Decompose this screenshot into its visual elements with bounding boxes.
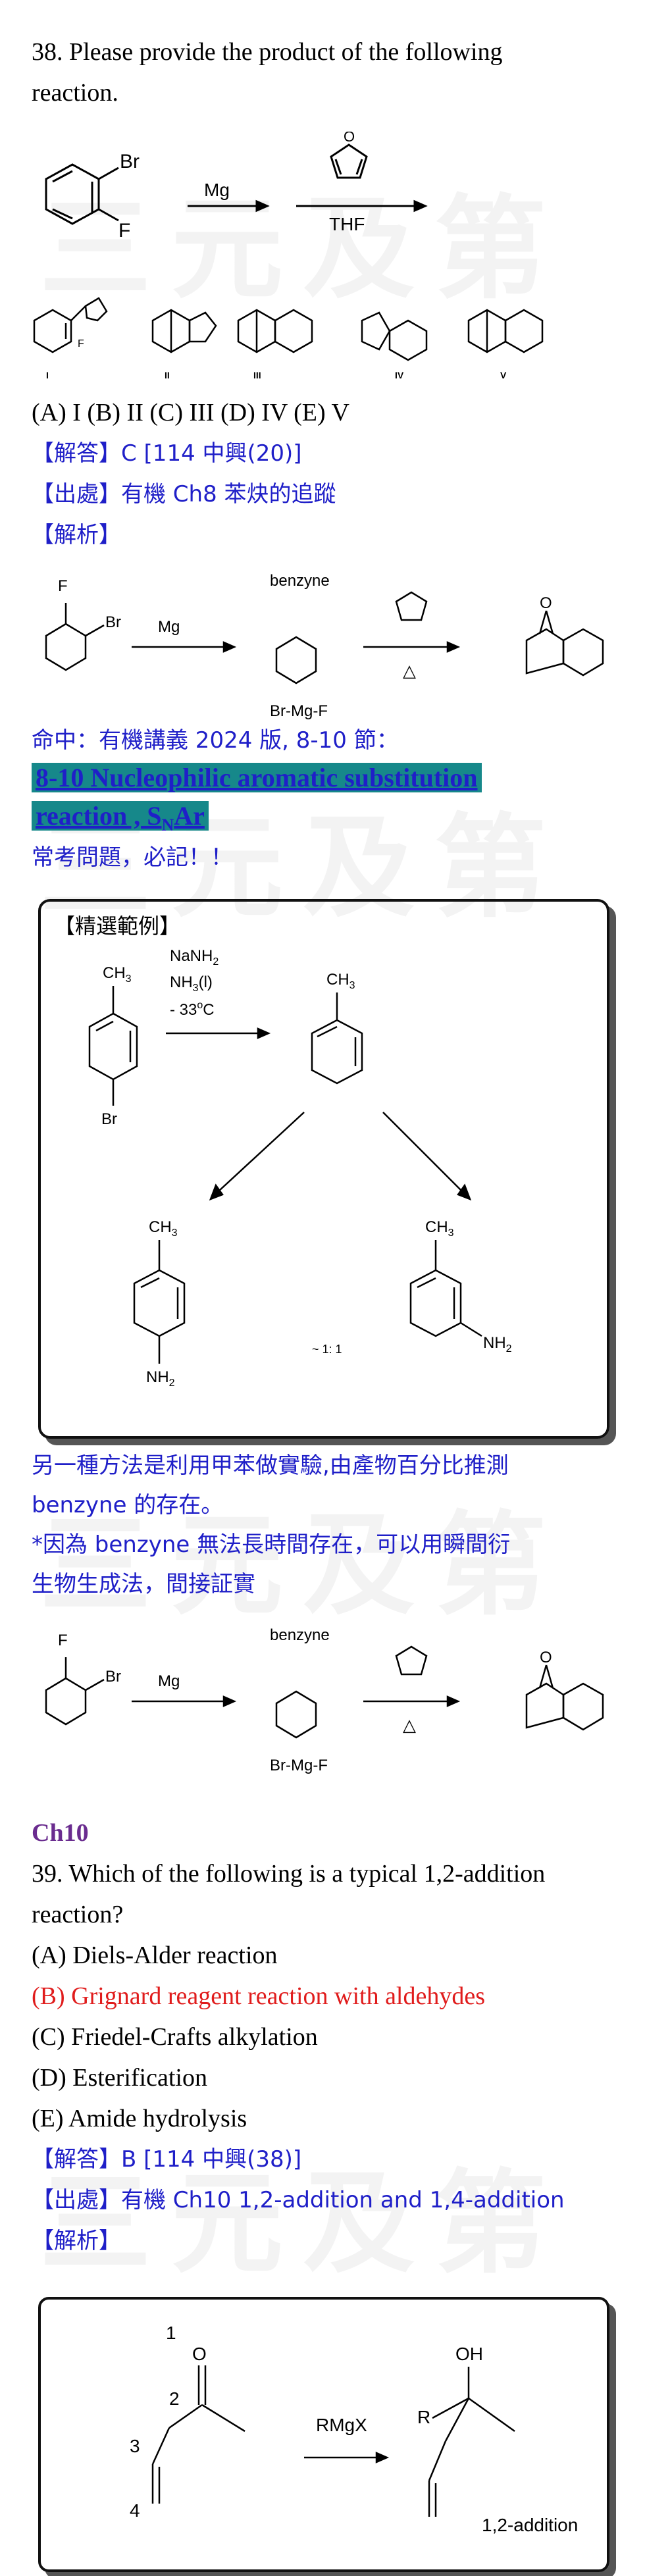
q39-analysis-label: 【解析】: [32, 2228, 121, 2254]
mech2-br-label: Br: [105, 1668, 121, 1686]
mech2-mg-label: Mg: [158, 1672, 180, 1690]
ch3-label: CH3: [103, 964, 132, 985]
hit-note: 常考問題，必記！！: [32, 844, 233, 871]
reagent-nh3: NH3(l): [170, 973, 213, 994]
oh-label: OH: [455, 2344, 483, 2364]
reagent-mg: Mg: [204, 180, 230, 200]
q39-answer: 【解答】B [114 中興(38)]: [32, 2146, 302, 2173]
addition-box: 1 O 2 3 4 RMgX OH R 1,2-addition: [38, 2297, 609, 2572]
benzyne-mechanism-1: F Br Mg benzyne Br-Mg-F △ O: [45, 572, 604, 720]
position-3: 3: [130, 2436, 140, 2456]
furan-o-label: O: [344, 132, 355, 145]
position-1: 1: [166, 2323, 176, 2343]
hit-heading-line2: reaction , SNAr: [32, 798, 209, 844]
q39-source: 【出處】有機 Ch10 1,2-addition and 1,4-additio…: [32, 2187, 565, 2213]
after-box-line3: *因為 benzyne 無法長時間存在，可以用瞬間衍: [32, 1532, 511, 1558]
option-i-f-label: F: [78, 338, 84, 349]
q39-text-line1: 39. Which of the following is a typical …: [32, 1860, 546, 1888]
mech2-o-label: O: [540, 1649, 552, 1666]
q39-choice-a: (A) Diels-Alder reaction: [32, 1942, 278, 1969]
reagent-nanh2: NaNH2: [170, 947, 219, 967]
br-label: Br: [120, 151, 140, 172]
addition-label: 1,2-addition: [482, 2515, 578, 2535]
mech2-heat-symbol: △: [403, 1715, 416, 1735]
after-box-line2: benzyne 的存在。: [32, 1492, 224, 1518]
reagent-temp: - 33oC: [170, 1000, 215, 1019]
q38-reaction-scheme: Br F Mg THF O: [45, 132, 428, 242]
option-label-ii: II: [165, 370, 170, 380]
benzyne-mechanism-2: F Br Mg benzyne Br-Mg-F △ O: [45, 1626, 604, 1774]
mech1-mg-label: Mg: [158, 618, 180, 636]
position-2: 2: [169, 2388, 180, 2409]
ch3-label: CH3: [149, 1218, 178, 1239]
mech1-f-label: F: [58, 577, 68, 595]
option-label-iv: IV: [395, 370, 404, 380]
q38-choices: (A) I (B) II (C) III (D) IV (E) V: [32, 399, 349, 426]
q39-text-line2: reaction?: [32, 1901, 124, 1928]
r-label: R: [417, 2407, 430, 2427]
q39-choice-b-correct: (B) Grignard reagent reaction with aldeh…: [32, 1982, 486, 2010]
reagent-thf: THF: [329, 214, 365, 234]
q39-choice-c: (C) Friedel-Crafts alkylation: [32, 2023, 318, 2051]
example-reaction-diagram: CH3 Br NaNH2 NH3(l) - 33oC CH3 CH3 NH2 C…: [88, 947, 512, 1389]
grignard-reagent: RMgX: [316, 2415, 367, 2435]
q38-analysis-label: 【解析】: [32, 522, 121, 548]
q39-choice-d: (D) Esterification: [32, 2064, 207, 2092]
mech1-o-label: O: [540, 594, 552, 612]
position-4: 4: [130, 2500, 140, 2521]
mech1-heat-symbol: △: [403, 661, 416, 681]
mech1-brmgf-label: Br-Mg-F: [270, 702, 328, 720]
mech1-benzyne-label: benzyne: [270, 572, 330, 590]
hit-heading-text: 8-10 Nucleophilic aromatic substitution: [32, 763, 482, 792]
f-label: F: [118, 220, 130, 242]
nh2-label: NH2: [146, 1368, 175, 1389]
option-label-i: I: [46, 370, 49, 380]
option-label-v: V: [500, 370, 507, 380]
mech1-br-label: Br: [105, 613, 121, 631]
ch3-label: CH3: [425, 1218, 454, 1239]
q38-text-line1: 38. Please provide the product of the fo…: [32, 38, 503, 66]
example-title: 【精選範例】: [54, 914, 181, 939]
chapter-heading: Ch10: [32, 1819, 89, 1847]
mech2-brmgf-label: Br-Mg-F: [270, 1757, 328, 1774]
q39-choice-e: (E) Amide hydrolysis: [32, 2105, 247, 2132]
after-box-line1: 另一種方法是利用甲苯做實驗,由產物百分比推測: [32, 1453, 509, 1479]
option-label-iii: III: [253, 370, 261, 380]
hit-heading-line1: 8-10 Nucleophilic aromatic substitution: [32, 760, 482, 796]
nh2-label: NH2: [483, 1334, 512, 1354]
mech2-benzyne-label: benzyne: [270, 1626, 330, 1644]
q38-text-line2: reaction.: [32, 79, 118, 107]
oxygen-label: O: [192, 2344, 207, 2364]
q38-answer: 【解答】C [114 中興(20)]: [32, 440, 302, 467]
q38-source: 【出處】有機 Ch8 苯炔的追蹤: [32, 481, 336, 507]
ch3-label: CH3: [326, 971, 355, 991]
addition-reaction-diagram: 1 O 2 3 4 RMgX OH R 1,2-addition: [130, 2323, 578, 2535]
hit-text: 命中：有機講義 2024 版, 8-10 節：: [32, 727, 399, 754]
after-box-line4: 生物生成法，間接証實: [32, 1571, 255, 1597]
mech2-f-label: F: [58, 1632, 68, 1649]
br-label: Br: [101, 1110, 117, 1128]
hit-heading-text-2: reaction , SNAr: [32, 801, 209, 835]
example-box: 【精選範例】: [38, 899, 609, 1439]
ratio-label: ~ 1: 1: [312, 1343, 342, 1356]
q38-option-structures: I II III IV V F: [33, 297, 544, 380]
